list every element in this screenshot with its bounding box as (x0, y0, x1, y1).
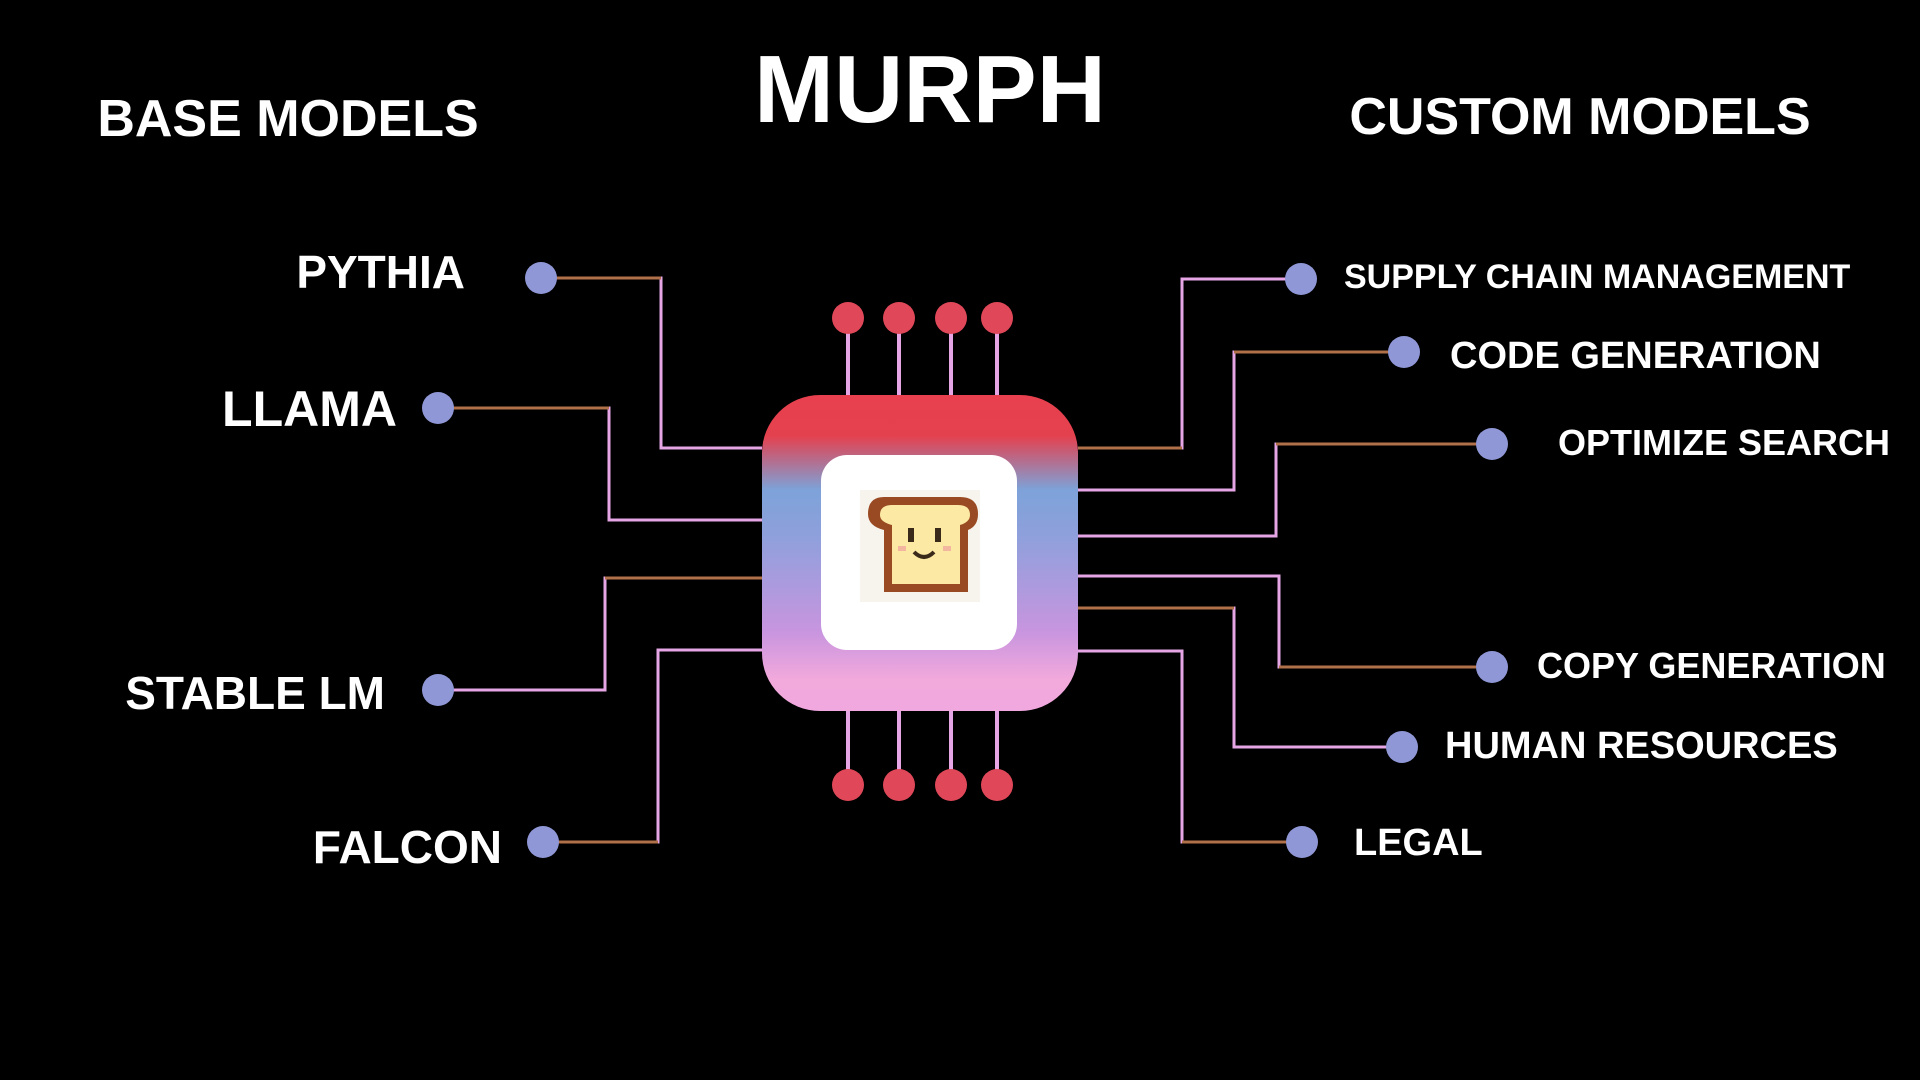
custom-model-label: LEGAL (1354, 822, 1483, 864)
pin-dot (832, 769, 864, 801)
base-models-heading: BASE MODELS (97, 90, 478, 148)
node-dot (525, 262, 557, 294)
base-model-stable-lm: STABLE LM (125, 667, 454, 719)
custom-model-connectors (1078, 277, 1492, 844)
pin-dot (981, 769, 1013, 801)
connector-llama (438, 406, 762, 522)
base-model-label: STABLE LM (125, 667, 385, 719)
custom-models-list: SUPPLY CHAIN MANAGEMENT CODE GENERATION … (1285, 258, 1890, 864)
custom-model-label: HUMAN RESOURCES (1445, 725, 1838, 767)
diagram-title: MURPH (754, 36, 1106, 143)
connector-falcon (543, 648, 762, 844)
base-model-label: LLAMA (222, 381, 397, 437)
custom-model-label: SUPPLY CHAIN MANAGEMENT (1344, 258, 1851, 296)
pin-dot (883, 769, 915, 801)
custom-model-label: OPTIMIZE SEARCH (1558, 422, 1890, 463)
node-dot (1476, 651, 1508, 683)
base-model-llama: LLAMA (222, 381, 454, 437)
custom-models-heading: CUSTOM MODELS (1349, 88, 1810, 146)
node-dot (1386, 731, 1418, 763)
connector-copy-generation (1078, 574, 1492, 669)
connector-human-resources (1078, 606, 1402, 749)
custom-model-code-generation: CODE GENERATION (1388, 335, 1821, 377)
node-dot (1285, 263, 1317, 295)
connector-stable-lm (438, 576, 762, 692)
node-dot (527, 826, 559, 858)
node-dot (422, 674, 454, 706)
custom-model-copy-generation: COPY GENERATION (1476, 645, 1886, 686)
pin-dot (935, 769, 967, 801)
connector-pythia (541, 276, 762, 450)
custom-model-human-resources: HUMAN RESOURCES (1386, 725, 1838, 767)
murph-chip (762, 395, 1078, 711)
node-dot (1476, 428, 1508, 460)
base-models-list: PYTHIA LLAMA STABLE LM FALCON (125, 246, 559, 873)
node-dot (1388, 336, 1420, 368)
custom-model-optimize-search: OPTIMIZE SEARCH (1476, 422, 1890, 463)
chip-pins (832, 302, 1013, 801)
smiling-toast-icon (860, 490, 980, 602)
custom-model-supply-chain: SUPPLY CHAIN MANAGEMENT (1285, 258, 1851, 296)
base-model-label: PYTHIA (296, 246, 465, 298)
node-dot (422, 392, 454, 424)
pin-dot (883, 302, 915, 334)
custom-model-legal: LEGAL (1286, 822, 1483, 864)
connector-code-generation (1078, 350, 1404, 492)
base-model-label: FALCON (313, 821, 502, 873)
base-model-falcon: FALCON (313, 821, 559, 873)
connector-supply-chain (1078, 277, 1301, 450)
pin-dot (981, 302, 1013, 334)
node-dot (1286, 826, 1318, 858)
custom-model-label: CODE GENERATION (1450, 335, 1821, 377)
base-model-connectors (438, 276, 762, 844)
pin-dot (832, 302, 864, 334)
base-model-pythia: PYTHIA (296, 246, 557, 298)
custom-model-label: COPY GENERATION (1537, 645, 1886, 686)
pin-dot (935, 302, 967, 334)
